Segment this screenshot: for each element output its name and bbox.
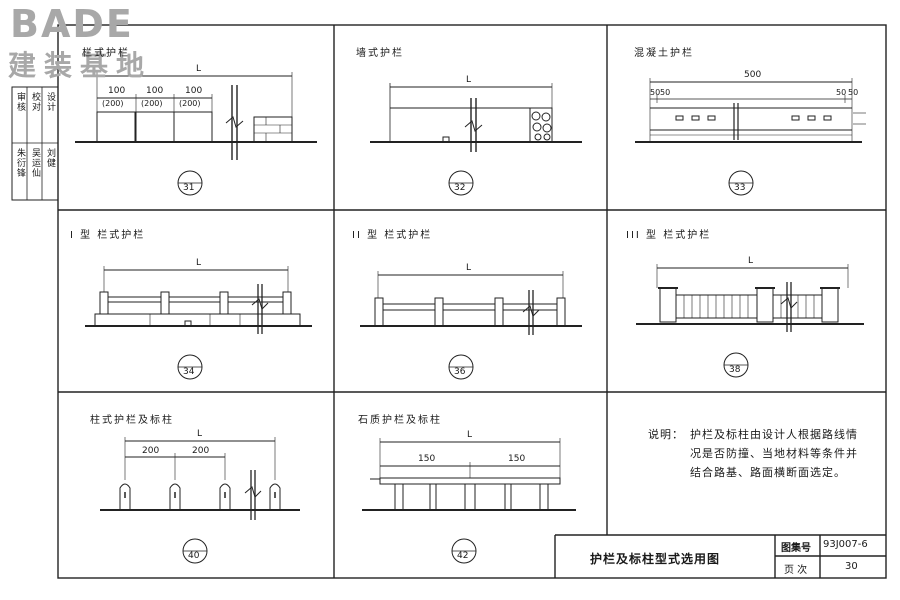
panel-1-title: 栏式护栏	[82, 48, 130, 59]
panel-8-title: 石质护栏及标柱	[358, 415, 442, 426]
panel-8-dim-l: L	[467, 430, 473, 440]
panel-2-title: 墙式护栏	[356, 48, 404, 59]
panel-6-dim-l: L	[748, 256, 754, 266]
panel-8-dim-1: 150	[418, 454, 436, 464]
side-cell-check: 校对	[30, 92, 40, 112]
panel-5-dim-l: L	[466, 263, 472, 273]
atlas-number-label: 图集号	[781, 543, 811, 554]
side-cell-review: 审核	[15, 92, 25, 112]
panel-3-dim-500: 500	[744, 70, 762, 80]
panel-1-dim-l: L	[196, 64, 202, 74]
panel-1-dim-3: 100	[185, 86, 203, 96]
side-cell-design: 设计	[45, 92, 55, 112]
note-label: 说明：	[648, 428, 684, 441]
panel-1-dim-2b: (200)	[141, 99, 163, 108]
panel-7-badge: 40	[188, 551, 200, 561]
side-cell-name-1: 朱衍锋	[15, 148, 25, 178]
panel-3-badge: 33	[734, 183, 746, 193]
logo-text-cn: 建装基地	[8, 49, 153, 82]
atlas-number-value: 93J007-6	[823, 539, 868, 550]
panel-6-badge: 38	[729, 365, 741, 375]
drawing-title: 护栏及标柱型式选用图	[590, 552, 721, 566]
panel-1-dim-1: 100	[108, 86, 126, 96]
panel-5-badge: 36	[454, 367, 466, 377]
side-cell-name-3: 刘健	[45, 148, 55, 168]
note-text: 护栏及标柱由设计人根据路线情况是否防撞、当地材料等条件并结合路基、路面横断面选定…	[690, 428, 858, 479]
side-cell-name-2: 吴运仙	[30, 148, 40, 178]
logo-text-en: BADE	[10, 2, 134, 46]
panel-7-dim-2: 200	[192, 446, 210, 456]
panel-7-dim-l: L	[197, 429, 203, 439]
panel-7-title: 柱式护栏及标柱	[90, 415, 174, 426]
panel-4-badge: 34	[183, 367, 195, 377]
panel-2-badge: 32	[454, 183, 466, 193]
page-label: 页 次	[784, 565, 808, 576]
panel-6-title: III 型 栏式护栏	[626, 230, 712, 241]
page-number: 30	[845, 561, 858, 572]
panel-3-dim-right-a: 50	[836, 88, 847, 97]
logo: BADE 建装基地	[6, 2, 176, 82]
panel-4-dim-l: L	[196, 258, 202, 268]
panel-3-title: 混凝土护栏	[634, 48, 694, 59]
panel-5-title: II 型 栏式护栏	[352, 230, 433, 241]
panel-1-badge: 31	[183, 183, 195, 193]
panel-1-dim-2: 100	[146, 86, 164, 96]
panel-3-dim-left-a: 50	[650, 88, 661, 97]
panel-4-title: I 型 栏式护栏	[70, 230, 146, 241]
panel-1-dim-3b: (200)	[179, 99, 201, 108]
panel-2-dim-l: L	[466, 75, 472, 85]
panel-7-dim-1: 200	[142, 446, 160, 456]
panel-8-dim-2: 150	[508, 454, 526, 464]
panel-8-badge: 42	[457, 551, 469, 561]
panel-3-dim-left-b: 50	[660, 88, 671, 97]
panel-3-dim-right-b: 50	[848, 88, 859, 97]
panel-1-dim-1b: (200)	[102, 99, 124, 108]
